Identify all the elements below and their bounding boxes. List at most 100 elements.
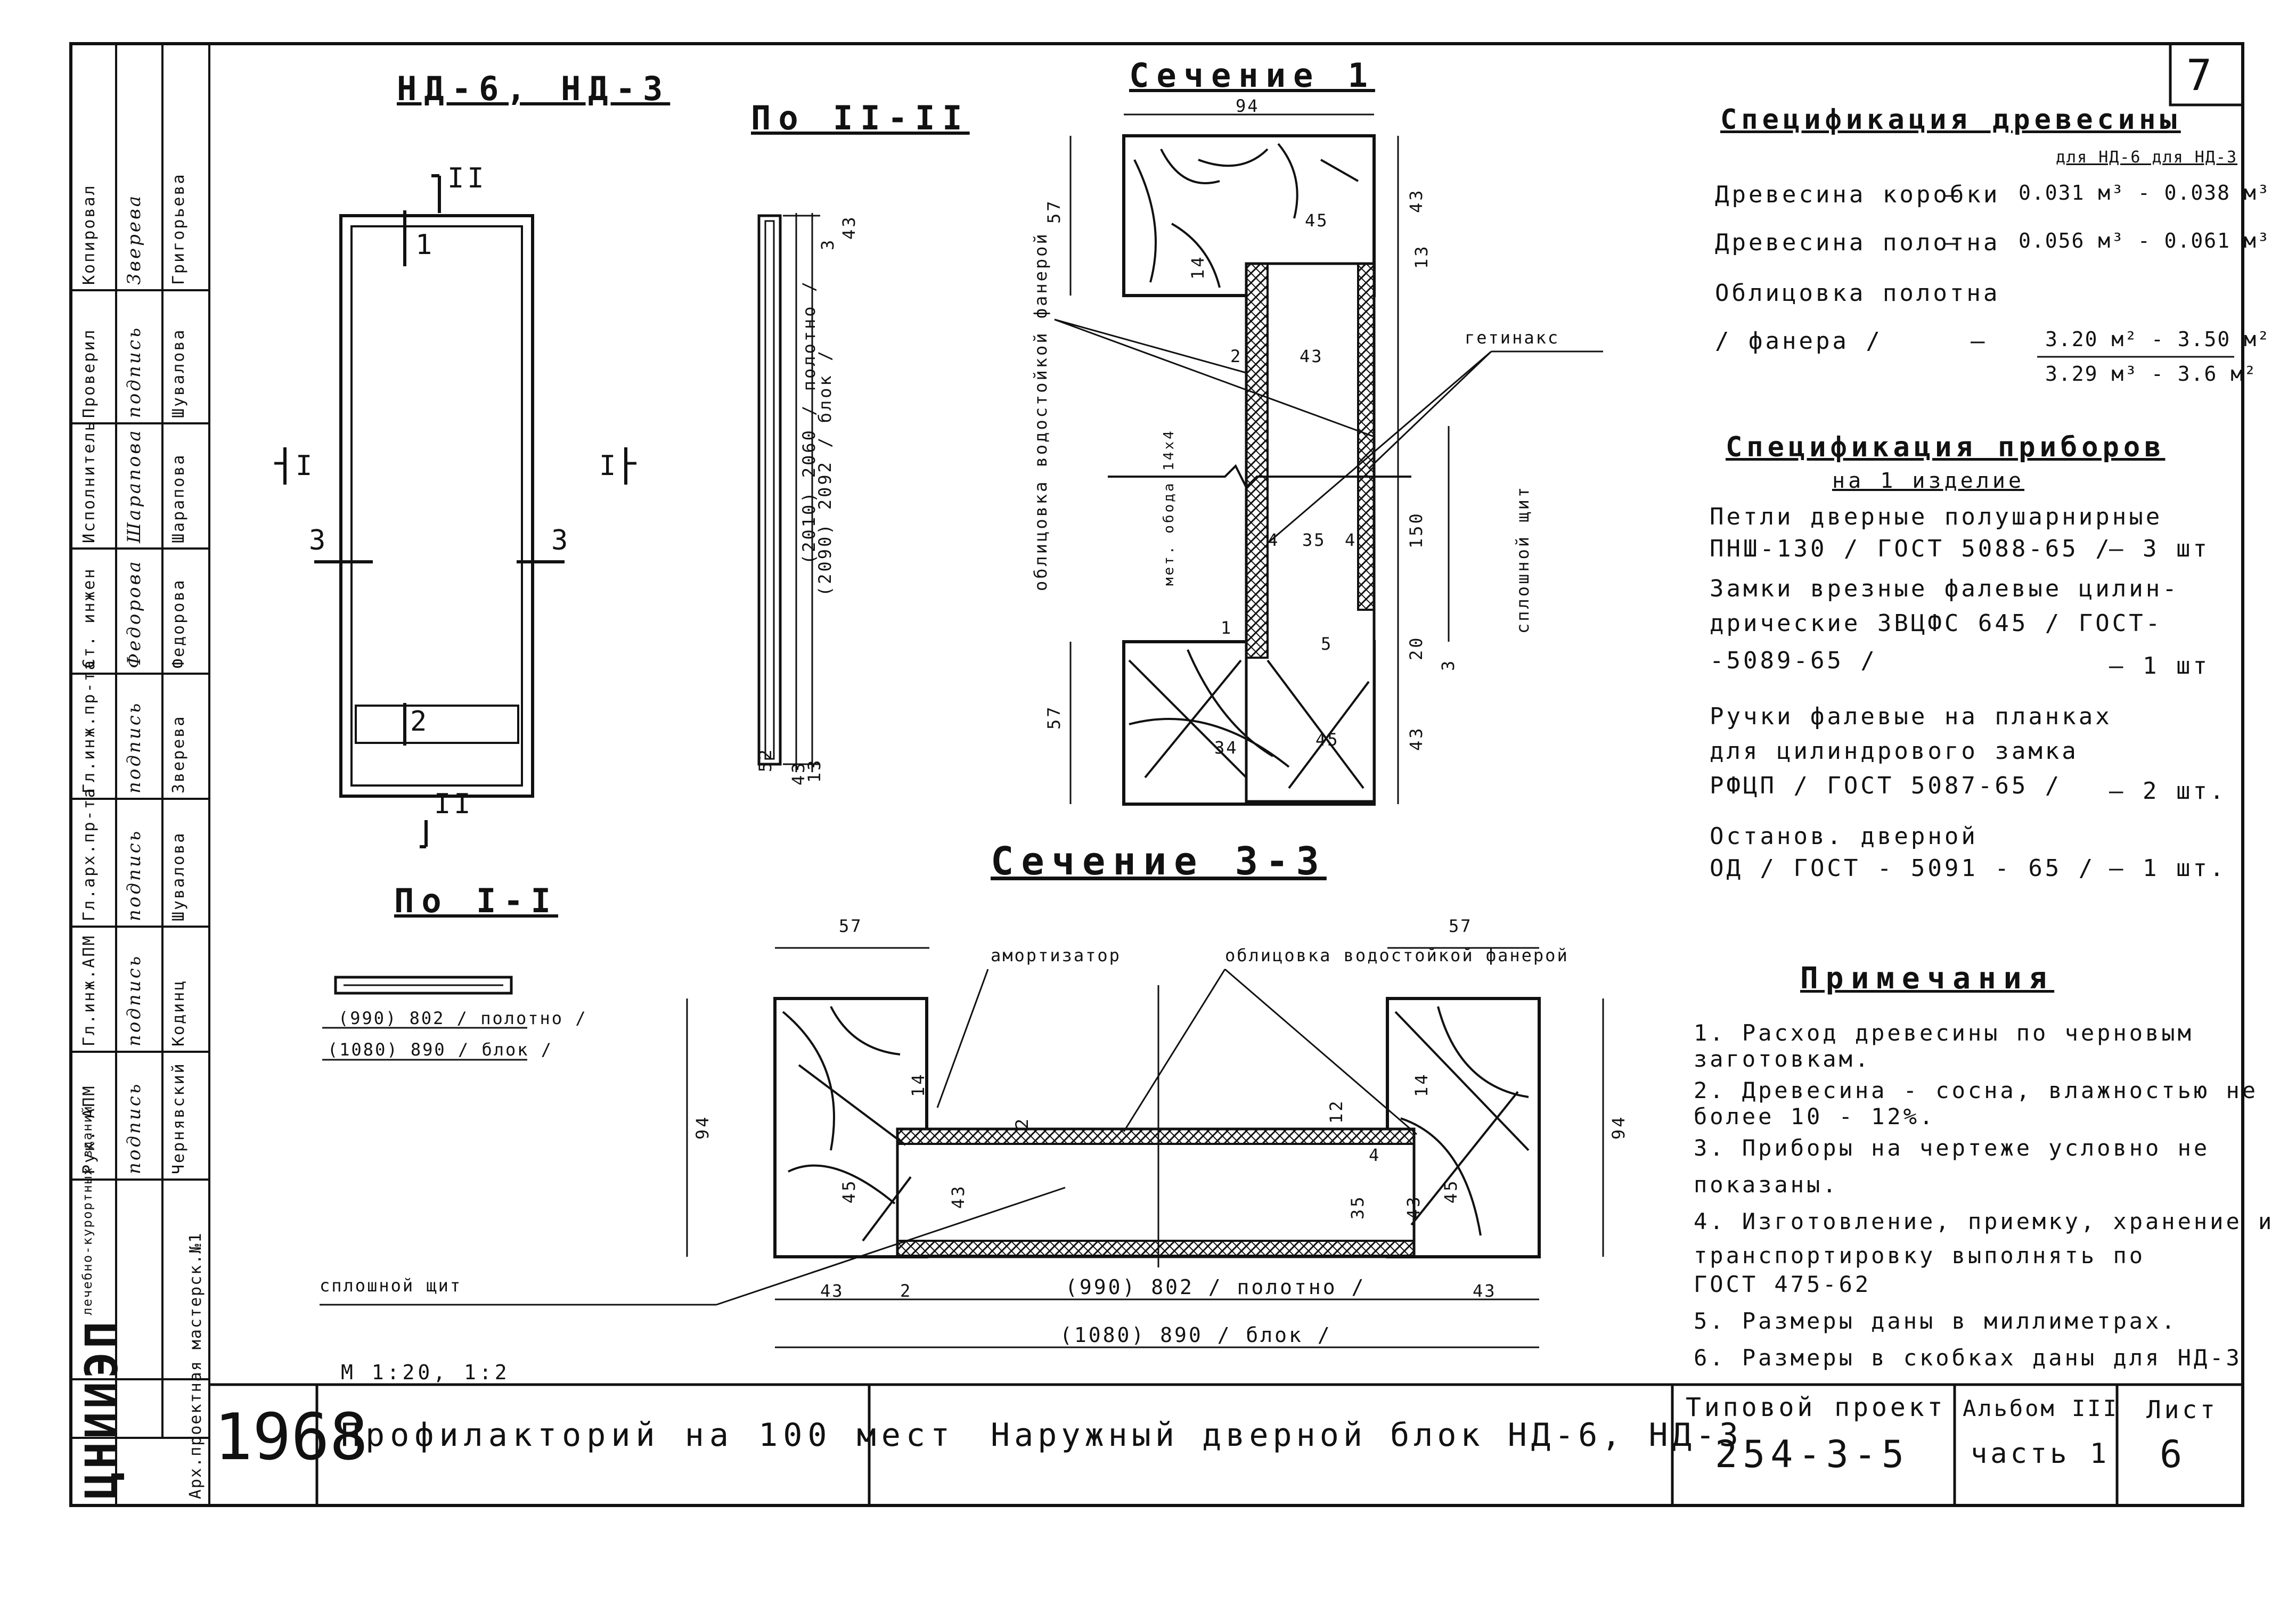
view2-dim-43: 43 (839, 215, 859, 240)
stamp-signature-2: подпись (124, 325, 145, 418)
note-line-5: 3. Приборы на чертеже условно не (1694, 1135, 2210, 1161)
hw-row-1-qty: — 3 шт (2109, 535, 2210, 562)
title-type-number: 254-3-5 (1715, 1433, 1910, 1476)
s3-dim-2c: 2 (900, 1281, 912, 1301)
view2-dim-52: 52 (755, 747, 775, 772)
sheet-number-box (2169, 42, 2244, 107)
view2-dim-3: 3 (818, 238, 838, 250)
s1-dim-5: 5 (1321, 634, 1333, 654)
view-1-title: По I-I (394, 881, 558, 920)
s1-dim-43a: 43 (1406, 188, 1426, 213)
stamp-name-2: Шувалова (169, 328, 188, 419)
hw-row-4-qty: — 1 шт. (2109, 855, 2227, 882)
wood-row-1-name: Древесина коробки (1715, 181, 2000, 208)
stamp-org: ЦНИИЭП (76, 1318, 128, 1499)
note-line-1: 1. Расход древесины по черновым (1694, 1020, 2194, 1046)
note-line-2: заготовкам. (1694, 1046, 1872, 1072)
wood-row-1-dash: — (1944, 181, 1961, 208)
mark-II-bottom: II (434, 788, 474, 820)
view1-block-dim: (1080) 890 / блок / (328, 1040, 553, 1060)
door-elevation (274, 174, 636, 848)
wood-row-1-value: 0.031 м³ - 0.038 м³ (2019, 181, 2270, 204)
mark-II-top: II (447, 162, 487, 194)
view-2-2 (757, 213, 820, 772)
stamp-signature-5: подпись (124, 701, 145, 793)
stamp-role-2: Проверил (80, 328, 99, 419)
wood-spec-subtitle: для НД-6 для НД-3 (2056, 148, 2238, 167)
stamp-signature-7: подпись (124, 954, 145, 1046)
hw-row-1-l2: ПНШ-130 / ГОСТ 5088-65 / (1710, 535, 2112, 562)
mark-2: 2 (410, 706, 430, 738)
s3-dim-14b: 14 (1411, 1072, 1432, 1097)
stamp-signature-3: Шарапова (124, 428, 145, 543)
s3-dim-57a: 57 (839, 916, 863, 936)
note-line-9: ГОСТ 475-62 (1694, 1271, 1872, 1297)
mark-3-right: 3 (551, 525, 571, 557)
s1-dim-150: 150 (1406, 511, 1426, 549)
s1-dim-57b: 57 (1044, 705, 1064, 730)
hardware-spec-subtitle: на 1 изделие (1832, 469, 2024, 493)
title-project: Профилакторий на 100 мест (341, 1417, 955, 1454)
mark-1: 1 (415, 229, 436, 261)
note-line-8: транспортировку выполнять по (1694, 1242, 2146, 1269)
wood-row-4-name: / фанера / (1715, 328, 1883, 355)
stamp-role-1: Копировал (80, 184, 99, 285)
s1-dim-43b: 43 (1300, 346, 1323, 366)
stamp-role-8: Рук. АПМ (80, 1084, 99, 1175)
scale-note: М 1:20, 1:2 (341, 1361, 510, 1384)
wood-spec-title: Спецификация древесины (1720, 104, 2181, 136)
wood-row-3-name: Облицовка полотна (1715, 280, 2000, 307)
hw-row-4-l2: ОД / ГОСТ - 5091 - 65 / (1710, 855, 2096, 882)
hw-row-1-l1: Петли дверные полушарнирные (1710, 503, 2163, 530)
stamp-role-7: Гл.инж.АПМ (80, 934, 99, 1046)
hw-row-2-l2: дрические ЗВЦФС 645 / ГОСТ- (1710, 610, 2163, 637)
title-sheet-number: 6 (2160, 1433, 2183, 1476)
s3-dim-45a: 45 (839, 1179, 859, 1204)
notes-list: 1. Расход древесины по черновым заготовк… (1694, 1020, 2274, 1371)
s1-label-rim: мет. обода 14x4 (1161, 429, 1177, 586)
s1-dim-35: 35 (1302, 530, 1326, 550)
s3-dim-43a: 43 (948, 1184, 968, 1209)
wood-row-4-value: 3.20 м² - 3.50 м² (2045, 328, 2270, 351)
stamp-name-1: Григорьева (169, 173, 188, 285)
stamp-signature-8: подпись (124, 1082, 145, 1174)
section-1-title: Сечение 1 (1129, 56, 1375, 95)
section-1 (1054, 113, 1603, 806)
s1-dim-14: 14 (1188, 255, 1208, 280)
stamp-signature-1: Зверева (124, 193, 145, 285)
hw-row-2-l3: -5089-65 / (1710, 647, 1877, 674)
side-stamp-grid (70, 43, 210, 1507)
title-year: 1968 (214, 1401, 368, 1475)
s3-dim-43d: 43 (1473, 1281, 1497, 1301)
stamp-name-7: Кодинц (169, 979, 188, 1046)
mark-I-right: I (599, 450, 619, 482)
s1-label-plywood: облицовка водостойкой фанерой (1031, 232, 1051, 591)
hw-row-2-qty: — 1 шт (2109, 652, 2210, 680)
title-sheet-label: Лист (2146, 1395, 2218, 1424)
s1-dim-4a: 4 (1268, 530, 1280, 550)
s3-dim-4: 4 (1369, 1145, 1381, 1165)
view2-block-dim: (2090) 2092 / блок / (815, 348, 835, 596)
wood-row-2-dash: — (1944, 229, 1961, 256)
s1-dim-94: 94 (1236, 96, 1260, 116)
note-line-3: 2. Древесина - сосна, влажностью не (1694, 1077, 2259, 1103)
s3-block-dim: (1080) 890 / блок / (1060, 1323, 1332, 1347)
mark-3-left: 3 (309, 525, 329, 557)
s1-dim-3: 3 (1438, 658, 1458, 671)
s3-dim-2a: 2 (1012, 1116, 1032, 1129)
wood-row-2-name: Древесина полотна (1715, 229, 2000, 256)
stamp-workshop: Арх.проектная мастерск.№1 (186, 1232, 205, 1499)
stamp-name-5: Зверева (169, 715, 188, 793)
view-2-title: По II-II (751, 99, 970, 137)
s3-label-panel: сплошной щит (320, 1275, 462, 1296)
s3-dim-43b: 43 (1403, 1194, 1424, 1220)
s1-dim-34: 34 (1214, 738, 1238, 758)
s1-dim-43c: 43 (1406, 726, 1426, 751)
hw-row-3-l1: Ручки фалевые на планках (1710, 703, 2112, 730)
notes-title: Примечания (1800, 961, 2055, 996)
wood-extra-value: 3.29 м³ - 3.6 м² (2045, 362, 2258, 386)
stamp-role-6: Гл.арх.пр-та (80, 787, 99, 921)
s3-dim-14a: 14 (908, 1072, 928, 1097)
note-line-11: 6. Размеры в скобках даны для НД-3 (1694, 1345, 2242, 1371)
hw-row-2-l1: Замки врезные фалевые цилин- (1710, 575, 2179, 602)
